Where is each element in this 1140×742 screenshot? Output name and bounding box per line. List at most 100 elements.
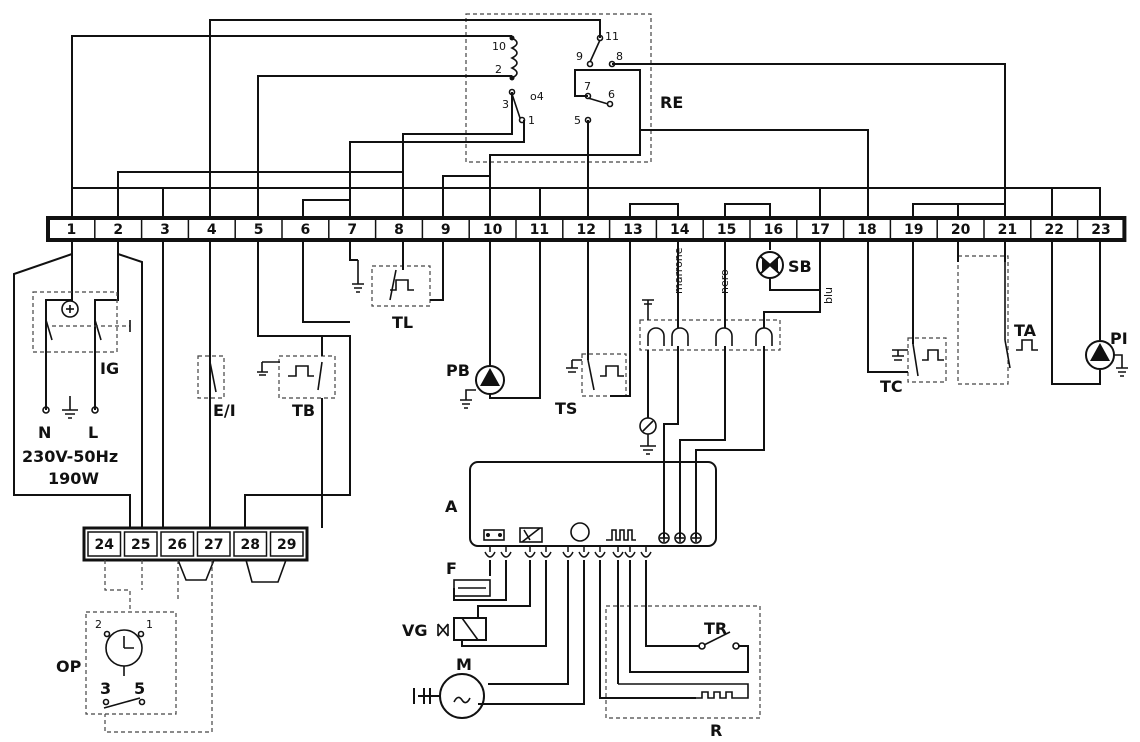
terminal-9: 9 <box>441 222 451 238</box>
fuse-f-label: F <box>446 559 457 578</box>
pb-ground-icon <box>460 389 476 409</box>
terminal-11: 11 <box>530 222 549 238</box>
terminal-7: 7 <box>347 222 357 238</box>
pi-label: PI <box>1110 329 1128 348</box>
tc-box <box>907 337 947 383</box>
tl-box <box>371 265 431 307</box>
relay-pin-4: o4 <box>530 90 544 103</box>
controller-pin <box>624 551 636 558</box>
relay-pin-5: 5 <box>574 114 581 127</box>
tr-label: TR <box>704 619 727 638</box>
terminal-17: 17 <box>810 222 829 238</box>
wire-marrone-label: marrone <box>672 247 685 294</box>
controller-pin <box>578 551 590 558</box>
terminal-27: 27 <box>204 537 223 553</box>
terminal-23: 23 <box>1091 222 1110 238</box>
terminal-18: 18 <box>857 222 876 238</box>
tb-box <box>278 355 336 399</box>
terminal-22: 22 <box>1044 222 1063 238</box>
relay-pin-3: 3 <box>502 98 509 111</box>
relay-pin-1: 1 <box>528 114 535 127</box>
controller-pin <box>640 551 652 558</box>
controller-pin <box>540 551 552 558</box>
terminal-3: 3 <box>160 222 170 238</box>
terminal-24: 24 <box>95 537 115 553</box>
pi-ground-icon <box>1114 354 1128 377</box>
tb-label: TB <box>292 401 315 420</box>
relay-pin-10: 10 <box>492 40 506 53</box>
motor-label: M <box>456 655 472 674</box>
relay-pin-6: 6 <box>608 88 615 101</box>
pb-pump-icon <box>475 365 505 395</box>
tb-ground-icon <box>257 361 280 376</box>
op-pin-5: 5 <box>134 679 145 698</box>
terminal-10: 10 <box>483 222 503 238</box>
relay-pin-8: 8 <box>616 50 623 63</box>
connector-box <box>639 319 781 351</box>
terminal-20: 20 <box>951 222 971 238</box>
ta-label: TA <box>1014 321 1037 340</box>
supply-power: 190W <box>48 469 99 488</box>
tc-label: TC <box>880 377 903 396</box>
terminal-21: 21 <box>998 222 1017 238</box>
controller-a <box>469 461 717 547</box>
controller-pin <box>562 551 574 558</box>
controller-pin <box>612 551 624 558</box>
terminal-26: 26 <box>168 537 187 553</box>
terminal-29: 29 <box>277 537 296 553</box>
ig-indicator <box>61 300 79 318</box>
ta-box <box>957 255 1009 385</box>
resistor-r-icon <box>618 683 749 699</box>
tl-label: TL <box>392 313 413 332</box>
ei-box <box>197 355 225 399</box>
connector-plugs <box>647 327 773 346</box>
op-pin-1: 1 <box>146 618 153 631</box>
terminal-25: 25 <box>131 537 150 553</box>
connector-ground-icon <box>642 299 654 320</box>
relay-pin-11: 11 <box>605 30 619 43</box>
ei-label: E/I <box>213 401 236 420</box>
r-label: R <box>710 721 722 740</box>
terminal-15: 15 <box>717 222 736 238</box>
relay-pin-2: 2 <box>495 63 502 76</box>
supply-l: L <box>88 423 98 442</box>
ts-ground-icon <box>566 359 582 373</box>
motor-icon <box>439 673 485 719</box>
op-pin-2: 2 <box>95 618 102 631</box>
op-box <box>85 611 177 715</box>
ts-box <box>581 353 627 397</box>
terminal-13: 13 <box>623 222 642 238</box>
tc-ground-icon <box>892 349 908 361</box>
relay-re-label: RE <box>660 93 683 112</box>
controller-pin <box>484 551 496 558</box>
terminal-19: 19 <box>904 222 923 238</box>
tl-ground-icon <box>352 260 364 293</box>
controller-pin <box>594 551 606 558</box>
tr-r-box <box>605 605 761 719</box>
supply-voltage: 230V-50Hz <box>22 447 118 466</box>
ts-label: TS <box>555 399 577 418</box>
terminal-2: 2 <box>113 222 123 238</box>
controller-pin <box>524 551 536 558</box>
left-wiring <box>13 240 351 528</box>
supply-ground-icon <box>62 396 78 419</box>
controller-a-label: A <box>445 497 458 516</box>
controller-pin <box>500 551 512 558</box>
terminal-4: 4 <box>207 222 217 238</box>
relay-re-box <box>465 13 652 163</box>
vg-label: VG <box>402 621 428 640</box>
terminal-8: 8 <box>394 222 404 238</box>
controller-knob-icon <box>570 522 590 542</box>
wire-nero-label: nero <box>718 269 731 294</box>
terminal-16: 16 <box>764 222 783 238</box>
fuse-f-icon <box>453 579 491 597</box>
wire-blu-label: blu <box>822 287 835 304</box>
op-label: OP <box>56 657 82 676</box>
terminal-14: 14 <box>670 222 690 238</box>
sb-label: SB <box>788 257 812 276</box>
ig-label: IG <box>100 359 119 378</box>
pb-label: PB <box>446 361 470 380</box>
